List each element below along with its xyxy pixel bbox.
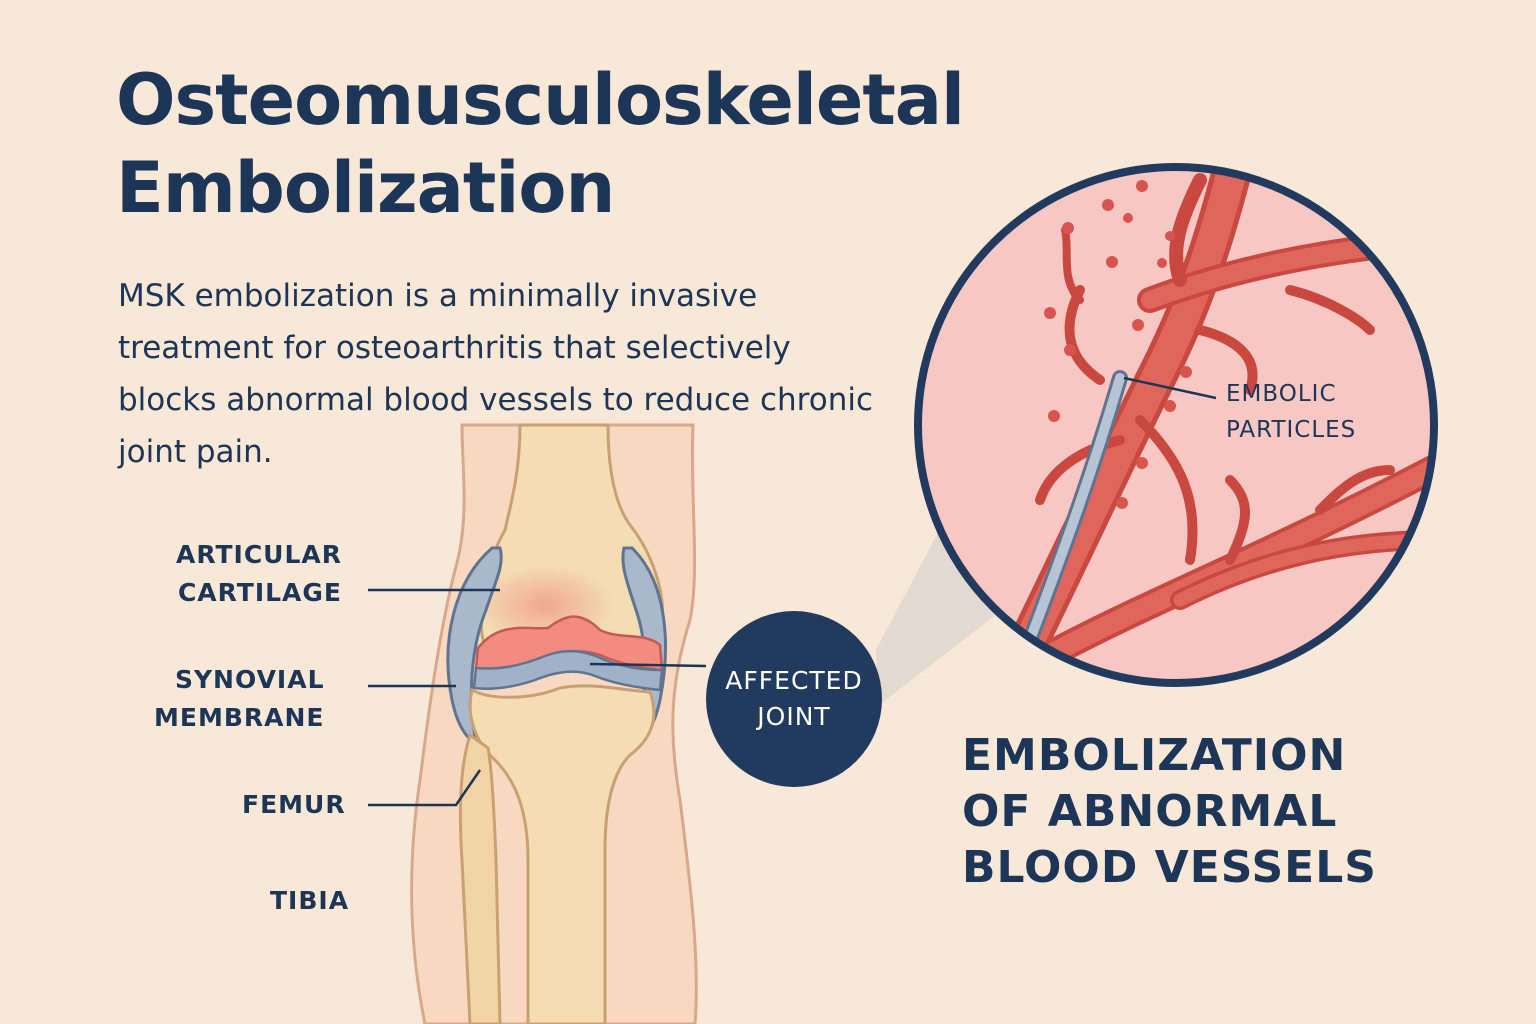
label-tibia: TIBIA (270, 882, 349, 920)
embolic-particles-line-1: EMBOLIC (1226, 381, 1337, 407)
leader-lines (368, 588, 707, 807)
label-synovial-membrane: SYNOVIAL MEMBRANE (154, 661, 325, 737)
affected-joint-line-2: JOINT (757, 702, 831, 731)
affected-joint-badge: AFFECTED JOINT (706, 611, 882, 787)
embolic-particles-line-2: PARTICLES (1226, 417, 1357, 443)
label-articular-cartilage: ARTICULAR CARTILAGE (176, 536, 342, 612)
intro-text: MSK embolization is a minimally invasive… (118, 278, 874, 470)
tibia-bone (458, 684, 656, 1024)
label-synovial-membrane-line-1: SYNOVIAL (174, 665, 325, 694)
section-title-line-1: EMBOLIZATION (962, 730, 1347, 781)
label-tibia-text: TIBIA (270, 886, 350, 915)
label-embolic-particles: EMBOLIC PARTICLES (1226, 376, 1356, 448)
label-articular-cartilage-line-2: CARTILAGE (177, 578, 343, 607)
label-articular-cartilage-line-1: ARTICULAR (176, 540, 343, 569)
section-title: EMBOLIZATION OF ABNORMAL BLOOD VESSELS (962, 728, 1377, 896)
label-synovial-membrane-line-2: MEMBRANE (154, 703, 325, 732)
articular-cartilage (472, 615, 664, 692)
section-title-line-2: OF ABNORMAL (962, 786, 1338, 837)
title-line-1: Osteomusculoskeletal (116, 59, 965, 141)
magnified-view (914, 163, 1438, 687)
page-title: Osteomusculoskeletal Embolization (116, 56, 965, 232)
section-title-line-3: BLOOD VESSELS (962, 842, 1377, 893)
title-line-2: Embolization (116, 147, 615, 229)
label-femur-text: FEMUR (242, 790, 346, 819)
affected-joint-line-1: AFFECTED (725, 666, 863, 695)
label-femur: FEMUR (242, 786, 346, 824)
